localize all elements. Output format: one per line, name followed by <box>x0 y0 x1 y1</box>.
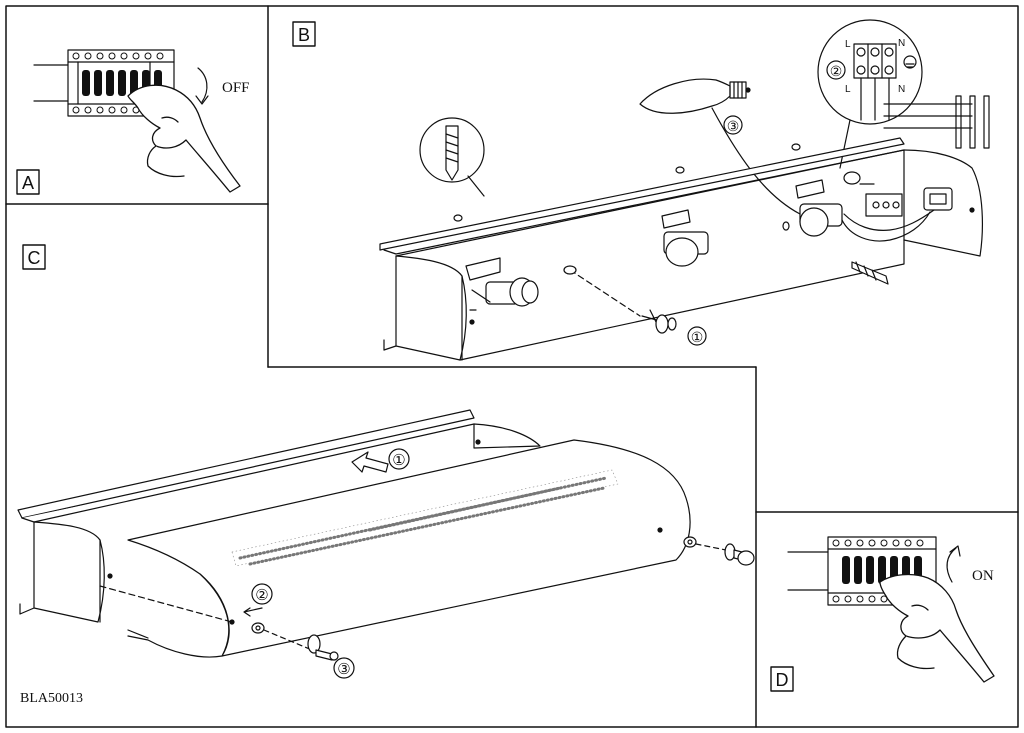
fixture-body-b <box>379 137 983 361</box>
drawing-code: BLA50013 <box>20 691 83 706</box>
on-label: ON <box>972 568 994 584</box>
svg-text:②: ② <box>255 588 268 604</box>
lampholder-middle <box>661 209 709 267</box>
right-fixing-c <box>657 527 755 566</box>
panel-b: B ③ <box>292 19 990 361</box>
panel-borders <box>5 5 1019 728</box>
step-1-marker-c: ① <box>388 448 410 470</box>
hand-d <box>879 573 995 683</box>
step-3-marker-b: ③ <box>723 115 743 135</box>
junction-box-b <box>923 187 953 211</box>
panel-a-label-box: A <box>16 169 40 195</box>
panel-a: A <box>16 49 250 195</box>
panel-b-label: B <box>298 25 310 45</box>
small-arrow-c <box>243 607 263 617</box>
panel-d-label-box: D <box>770 666 794 692</box>
lampholder-right <box>782 179 843 237</box>
svg-text:N: N <box>898 84 905 95</box>
step-2-marker-c: ② <box>251 583 273 605</box>
wires-b <box>841 183 935 242</box>
step-3-marker-c: ③ <box>333 657 355 679</box>
panel-c: C <box>17 244 755 706</box>
slide-arrow <box>351 451 389 473</box>
svg-text:③: ③ <box>727 120 740 135</box>
svg-text:L: L <box>845 84 851 95</box>
svg-text:①: ① <box>691 331 704 346</box>
step-2-marker-b: ② <box>826 60 846 80</box>
panel-c-label: C <box>28 248 41 268</box>
wall-plug-callout <box>419 117 485 197</box>
hand-a <box>127 84 241 193</box>
fixture-body-c <box>17 409 541 623</box>
panel-d: D <box>770 536 995 692</box>
off-arrow <box>195 67 209 105</box>
on-arrow <box>946 545 961 583</box>
svg-text:L: L <box>845 39 851 50</box>
terminal-block-b <box>843 171 903 217</box>
svg-text:N: N <box>898 38 905 49</box>
wall-plug-b <box>563 265 677 334</box>
left-fixing-c <box>99 585 339 661</box>
bulb-icon <box>639 78 751 114</box>
svg-text:③: ③ <box>337 662 350 678</box>
lampholder-left <box>465 257 539 307</box>
panel-c-label-box: C <box>22 244 46 270</box>
fixing-screw-b <box>851 261 889 285</box>
perforation-pattern <box>231 469 619 567</box>
svg-text:②: ② <box>830 65 843 80</box>
svg-text:①: ① <box>392 453 405 469</box>
panel-a-label: A <box>22 173 34 193</box>
wall-wires <box>883 95 990 149</box>
terminal-callout: L N L N <box>817 19 923 169</box>
panel-d-label: D <box>776 670 789 690</box>
step-1-marker-b: ① <box>687 326 707 346</box>
off-label: OFF <box>222 80 250 96</box>
panel-b-label-box: B <box>292 21 316 47</box>
